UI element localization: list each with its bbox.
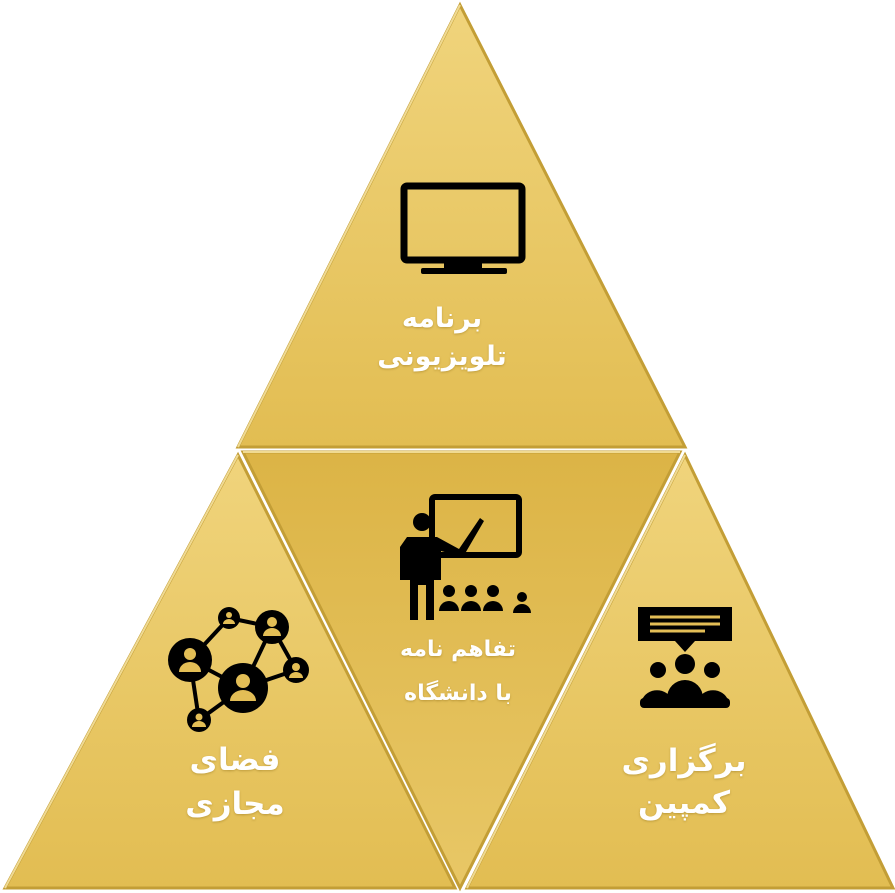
tv-monitor-icon (400, 182, 526, 274)
label-campaign-line1: برگزاری (621, 743, 747, 779)
label-cyberspace: فضای مجازی (145, 738, 325, 826)
label-tv-program: برنامه تلویزیونی (352, 300, 532, 376)
label-cyberspace-line2: مجازی (185, 786, 285, 822)
label-university-agreement: تفاهم نامه با دانشگاه (368, 628, 548, 716)
social-network-icon (168, 607, 309, 732)
label-tv-program-line2: تلویزیونی (377, 341, 507, 372)
teacher-presentation-icon (400, 494, 531, 620)
label-university-agreement-line1: تفاهم نامه (399, 637, 516, 662)
label-campaign-line2: کمپین (637, 785, 731, 821)
label-campaign: برگزاری کمپین (594, 740, 774, 824)
label-tv-program-line1: برنامه (401, 303, 483, 334)
label-cyberspace-line1: فضای (189, 742, 281, 778)
label-university-agreement-line2: با دانشگاه (404, 681, 512, 706)
triangle-top (235, 1, 688, 449)
group-discussion-icon (638, 607, 732, 708)
